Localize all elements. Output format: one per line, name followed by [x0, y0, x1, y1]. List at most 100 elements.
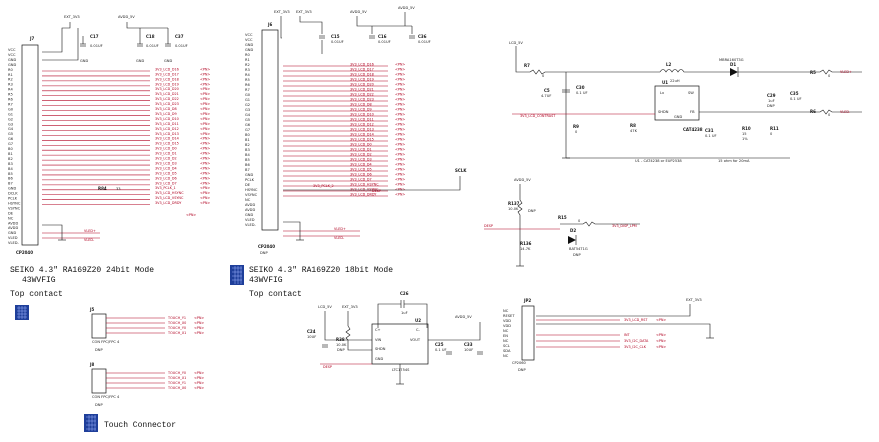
top-contact-caption-left: Top contact [10, 290, 63, 299]
j7-net-17: 3V3_LCD_D1 [155, 152, 177, 156]
j6-net-11: 3V3_LCD_D11 [350, 117, 374, 121]
j6-pin-5: R1 [245, 58, 250, 62]
j6-tag-2: <PN> [395, 72, 405, 76]
j6-vled-plus: VLED+ [334, 227, 346, 231]
j6-pin-20: B0 [245, 133, 250, 137]
j6-tag-13: <PN> [395, 127, 405, 131]
u1-ref: U1 [662, 80, 668, 85]
j7-gnd-a: GND [80, 59, 88, 63]
u2-pin-cplus: C+ [375, 328, 381, 332]
j7-net-wires: 3V3_LCD_D16<PN>3V3_LCD_D17<PN>3V3_LCD_D1… [42, 67, 210, 205]
jp2-net-0: 3V3_LCD_RST [624, 318, 648, 322]
j8-net-1: TOUCH_X1 [167, 376, 186, 380]
j6-sclk-label: SCLK [455, 168, 467, 173]
j8-body [91, 368, 107, 394]
j7-net-7: 3V3_LCD_D23 [155, 102, 179, 106]
j7-tag-12: <PN> [200, 127, 210, 131]
j7-pin-35: AVDD [8, 221, 18, 225]
j6-tag-22: <PN> [395, 172, 405, 176]
jp2-pin-4: NC [503, 329, 509, 333]
j6-pin-16: G4 [245, 113, 251, 117]
j6-net-10: 3V3_LCD_D10 [350, 112, 374, 116]
j6-pin-0: VCC [245, 33, 253, 37]
j7-pin-30: PCLK [8, 197, 18, 201]
j5-part: CON FPC/FPC 4 [92, 340, 120, 344]
j7-tag-20: <PN> [200, 166, 210, 170]
r5-wire [790, 69, 862, 75]
j7-tag-17: <PN> [200, 152, 210, 156]
c25-ref: C25 [435, 342, 444, 347]
c29-dnp: DNP [767, 104, 775, 108]
j6-tag-26: <PN> [395, 192, 405, 196]
j7-pin-26: B6 [8, 177, 13, 181]
j6-tag-10: <PN> [395, 112, 405, 116]
j7-net-1: 3V3_LCD_D17 [155, 72, 179, 76]
j6-pin-15: G3 [245, 108, 250, 112]
j7-tag-10: <PN> [200, 117, 210, 121]
j6-tag-18: <PN> [395, 152, 405, 156]
j7-net-8: 3V3_LCD_D8 [155, 107, 177, 111]
jp2-vdd-wire [536, 304, 691, 317]
j6-pin-1: VCC [245, 38, 253, 42]
c15-ref: C15 [331, 34, 340, 39]
jp2-pin-9: NC [503, 354, 509, 358]
touch-connector-logo [84, 414, 98, 432]
j6-net-12: 3V3_LCD_D12 [350, 122, 374, 126]
j7-pin-10: R6 [8, 98, 13, 102]
jp2-ref: JP2 [523, 298, 531, 303]
j6-net-25: 3V3_LCD_VSYNC [350, 187, 379, 191]
j7-avdd-wire [126, 22, 168, 29]
c16-ref: C16 [378, 34, 387, 39]
j5-net-3: TOUCH_X1 [167, 331, 186, 335]
j5-ref: J5 [89, 307, 94, 312]
j6-net-26: 3V3_LCD_DRDY [350, 192, 377, 196]
u2-pin-cminus: C- [416, 328, 421, 332]
j6-pin-10: R6 [245, 83, 250, 87]
j7-net-20: 3V3_LCD_D4 [155, 166, 177, 170]
jp2-net-wires: 3V3_LCD_RST<PN>INT<PN>3V3_I2C_DATA<PN>3V… [536, 318, 666, 349]
r10-ref: R10 [742, 126, 751, 131]
jp2-tag-2: <PN> [656, 339, 666, 343]
r84-ref: R84 [98, 186, 107, 191]
r7-zigzag [529, 69, 660, 75]
j6-tag-4: <PN> [395, 82, 405, 86]
j6-tag-12: <PN> [395, 122, 405, 126]
r6-wire [699, 109, 862, 115]
boost-input-net: LCD_5V [509, 41, 523, 45]
j6-pin-29: PCLK [245, 178, 255, 182]
j7-pin-24: B4 [8, 167, 13, 171]
c33-ref: C33 [464, 342, 473, 347]
j7-tag-1: <PN> [200, 72, 210, 76]
u2-pin-shdn: SHDN [375, 347, 386, 351]
j7-pin-25: B5 [8, 172, 13, 176]
j7-pin-19: G7 [8, 142, 13, 146]
j6-pin-23: B3 [245, 148, 250, 152]
j7-tag-4: <PN> [200, 87, 210, 91]
j7-net-10: 3V3_LCD_D10 [155, 117, 179, 121]
j6-pin-18: G6 [245, 123, 251, 127]
j7-pin-6: R2 [8, 78, 13, 82]
enable-out-net: 3V3_DISP_LPM [612, 224, 637, 228]
j7-pin-13: G1 [8, 112, 13, 116]
j7-tag-3: <PN> [200, 82, 210, 86]
j7-tag-5: <PN> [200, 92, 210, 96]
j6-pin-6: R2 [245, 63, 250, 67]
j6-net-0: 3V3_LCD_D16 [350, 62, 374, 66]
j7-net-22: 3V3_LCD_D6 [155, 176, 177, 180]
r9-val: 0 [575, 130, 578, 134]
j6-net-2: 3V3_LCD_D18 [350, 72, 374, 76]
j6-net-1: 3V3_LCD_D17 [350, 67, 374, 71]
j6-net-15: 3V3_LCD_D15 [350, 137, 374, 141]
boost-note-part: U1 - CAT4238 or EUP2538 [635, 159, 682, 163]
j6-avdd-wire-a [356, 16, 412, 27]
c5-val: 4.7UF [541, 94, 551, 98]
j6-tag-1: <PN> [395, 67, 405, 71]
j6-net-14: 3V3_LCD_D14 [350, 132, 374, 136]
j7-net-4: 3V3_LCD_D20 [155, 87, 179, 91]
c35-val: 0.1 UF [790, 97, 802, 101]
j5-tag-3: <PN> [194, 331, 204, 335]
r7-ref: R7 [524, 63, 530, 68]
j6-tag-16: <PN> [395, 142, 405, 146]
jp2-tag-0: <PN> [656, 318, 666, 322]
j6-pin-21: B1 [245, 138, 250, 142]
